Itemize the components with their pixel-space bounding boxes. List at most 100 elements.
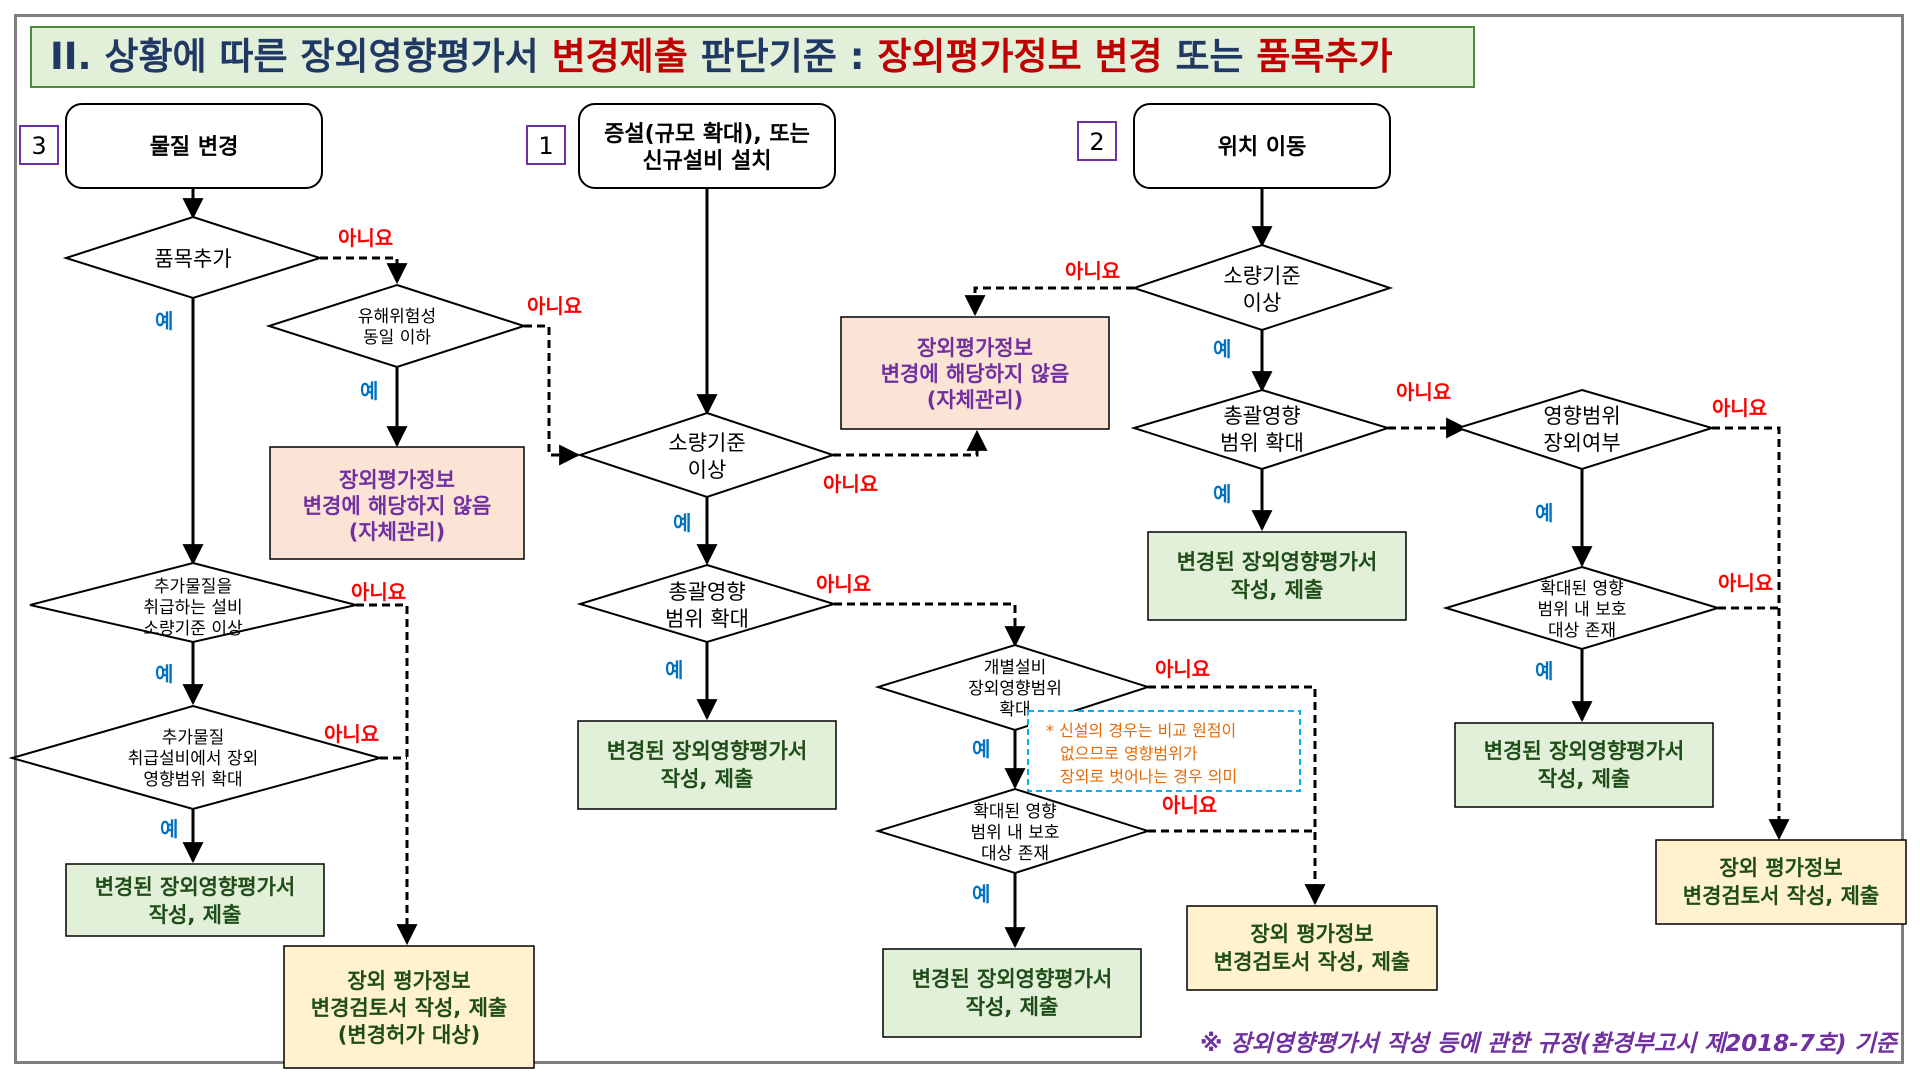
start-expansion-line-2: 신규설비 설치 [642,149,771,174]
review-mid-line-1: 장외 평가정보 [1250,922,1373,946]
decisions: 품목추가 유해위험성 동일 이하 추가물질을 취급하는 설비 소량기준 이상 추… [8,215,1722,875]
title-part-2: 변경제출 [551,35,688,78]
no-label: 아니요 [338,226,393,250]
no-label: 아니요 [324,722,379,746]
decision-added-range-line-3: 영향범위 확대 [143,770,242,790]
decision-loc-protect-line-1: 확대된 영향 [1540,579,1624,599]
decision-indiv-range-line-2: 장외영향범위 [968,679,1062,699]
no-label: 아니요 [1155,657,1210,681]
decision-exp-protect [874,787,1152,875]
page-title: II. 상황에 따른 장외영향평가서 변경제출 판단기준 : 장외평가정보 변경… [30,26,1475,88]
outer-frame [14,14,1904,1064]
submit-loc2-line-1: 변경된 장외영향평가서 [1484,739,1685,763]
yes-label: 예 [1213,482,1231,506]
connectors [182,188,1790,949]
peach-mid-line-2: 변경에 해당하지 않음 [881,362,1070,386]
decision-added-threshold-line-2: 취급하는 설비 [143,598,242,618]
yes-label: 예 [665,658,683,682]
decision-loc-outside-line-1: 영향범위 [1543,404,1620,428]
note-line-2: 없으므로 영향범위가 [1060,744,1198,763]
review-right-line-1: 장외 평가정보 [1719,856,1842,880]
note-line-1: * 신설의 경우는 비교 원점이 [1046,721,1236,740]
no-label: 아니요 [1065,259,1120,283]
yes-labels: 예 예 예 예 예 예 예 예 예 예 예 예 [155,309,1553,906]
review-left-line-3: (변경허가 대상) [338,1023,480,1047]
note-box: * 신설의 경우는 비교 원점이 없으므로 영향범위가 장외로 벗어나는 경우 … [1027,710,1301,792]
decision-loc-protect-line-3: 대상 존재 [1548,621,1616,641]
submit-left-line-1: 변경된 장외영향평가서 [95,875,296,899]
decision-added-range [8,704,384,811]
review-right-line-2: 변경검토서 작성, 제출 [1683,884,1879,908]
submit-mid-line-2: 작성, 제출 [661,767,754,791]
submit-bottom-line-1: 변경된 장외영향평가서 [912,967,1113,991]
decision-hazard-same [265,283,528,369]
note-line-3: 장외로 벗어나는 경우 의미 [1060,767,1237,786]
decision-loc-outside-line-2: 장외여부 [1543,431,1620,455]
badges: 3 1 2 [19,121,1117,165]
no-label: 아니요 [1712,396,1767,420]
decision-exp-range-line-1: 총괄영향 [668,580,745,604]
decision-loc-range-line-2: 범위 확대 [1220,431,1304,455]
footnote: ※ 장외영향평가서 작성 등에 관한 규정(환경부고시 제2018-7호) 기준 [1200,1031,1897,1057]
decision-exp-range-line-2: 범위 확대 [665,607,749,631]
decision-loc-threshold-line-2: 이상 [1243,291,1282,315]
decision-loc-protect-line-2: 범위 내 보호 [1537,600,1626,620]
flow-exp-threshold-no-to-peach [833,429,988,457]
peach-mid-line-3: (자체관리) [927,388,1023,412]
peach-mid-line-1: 장외평가정보 [917,336,1033,360]
decision-added-threshold-line-3: 소량기준 이상 [143,619,243,639]
review-mid-line-2: 변경검토서 작성, 제출 [1214,950,1410,974]
flow-loc-outside-no [1712,426,1790,841]
yes-label: 예 [972,882,990,906]
yes-label: 예 [155,309,173,333]
title-part-4: 장외평가정보 변경 [877,35,1163,78]
decision-loc-outside [1454,388,1716,471]
review-left-line-2: 변경검토서 작성, 제출 [311,996,507,1020]
flow-hazard-no-to-exp-threshold [524,324,581,466]
flow-item-no-to-hazard [320,256,408,285]
title-part-3: 판단기준 : [687,35,878,78]
start-location-label: 위치 이동 [1218,135,1307,160]
decision-exp-protect-line-2: 범위 내 보호 [970,823,1059,843]
no-label: 아니요 [351,580,406,604]
submit-loc-line-1: 변경된 장외영향평가서 [1177,550,1378,574]
decision-item-added-text: 품목추가 [154,247,231,271]
decision-added-threshold [29,561,357,644]
review-left-line-1: 장외 평가정보 [347,969,470,993]
no-label: 아니요 [1162,793,1217,817]
yes-label: 예 [1535,659,1553,683]
flow-indiv-no-to-review [1148,685,1326,906]
badge-material: 3 [31,132,46,160]
start-material-label: 물질 변경 [150,135,239,160]
no-labels: 아니요 아니요 아니요 아니요 아니요 아니요 아니요 아니요 아니요 아니요 … [324,226,1773,817]
peach-left-line-1: 장외평가정보 [339,468,455,492]
decision-loc-range [1130,388,1392,471]
decision-hazard-same-line-2: 동일 이하 [363,328,431,348]
decision-loc-threshold-line-1: 소량기준 [1223,264,1300,288]
decision-indiv-range-line-3: 확대 [999,700,1030,720]
decision-exp-range [576,563,838,644]
decision-loc-range-line-1: 총괄영향 [1223,404,1300,428]
flow-exp-range-no-to-indiv [834,602,1026,648]
no-label: 아니요 [527,294,582,318]
title-part-1: II. 상황에 따른 장외영향평가서 [50,35,552,78]
decision-added-threshold-line-1: 추가물질을 [154,577,232,597]
badge-location: 2 [1089,128,1104,156]
title-part-5: 또는 [1162,35,1257,78]
yes-label: 예 [160,817,178,841]
no-label: 아니요 [823,472,878,496]
flow-added-threshold-no [356,603,418,946]
no-label: 아니요 [816,572,871,596]
decision-loc-protect [1442,565,1722,651]
result-boxes: 장외평가정보 변경에 해당하지 않음 (자체관리) 장외평가정보 변경에 해당하… [65,316,1907,1069]
decision-indiv-range-line-1: 개별설비 [984,658,1047,678]
decision-exp-protect-line-3: 대상 존재 [981,844,1049,864]
decision-exp-protect-line-1: 확대된 영향 [973,802,1057,822]
submit-bottom-line-2: 작성, 제출 [966,995,1059,1019]
badge-expansion: 1 [538,132,553,160]
decision-exp-threshold-line-1: 소량기준 [668,431,745,455]
submit-loc-line-2: 작성, 제출 [1231,578,1324,602]
decision-item-added [62,215,324,300]
title-part-6: 품목추가 [1256,35,1393,78]
yes-label: 예 [972,737,990,761]
